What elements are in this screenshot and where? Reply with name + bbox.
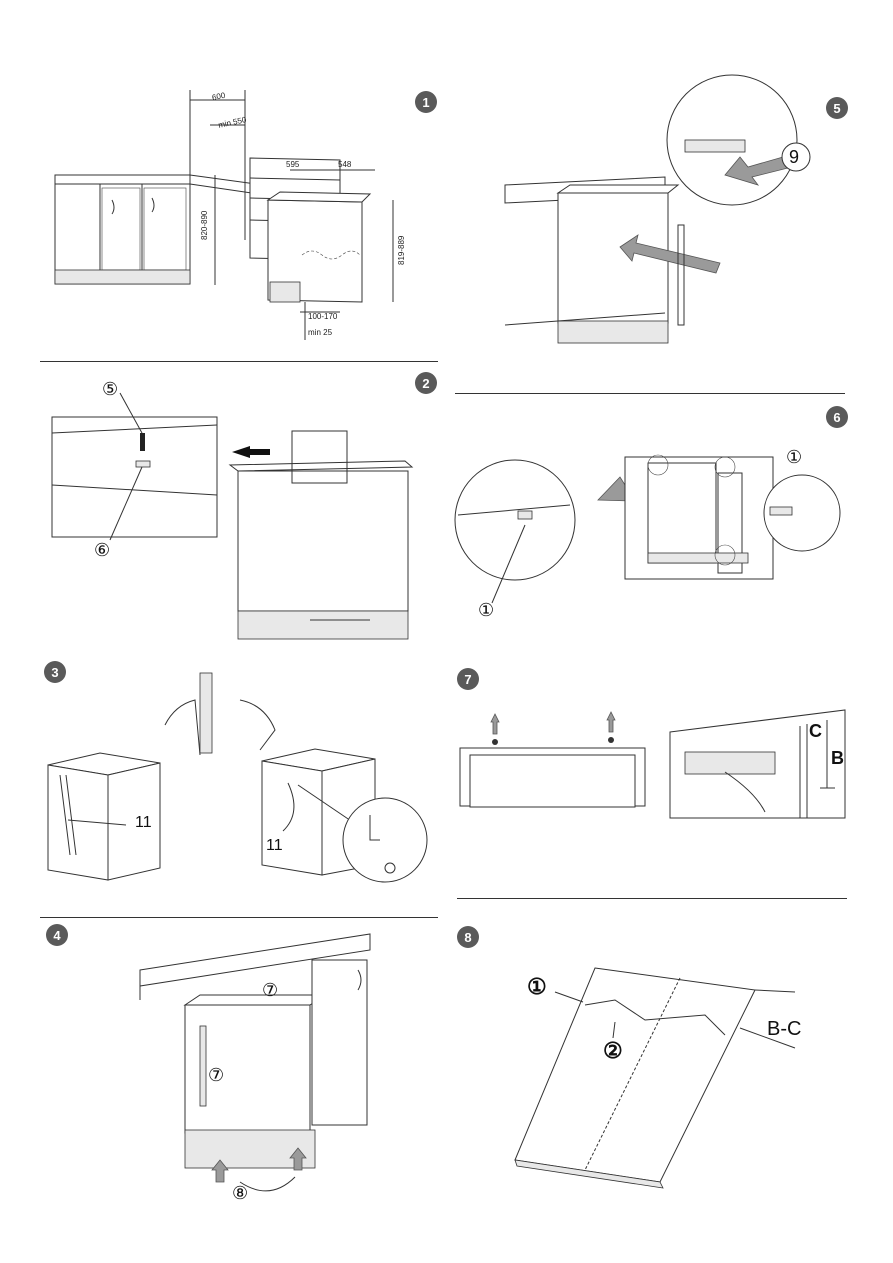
- step-badge-2: 2: [415, 372, 437, 394]
- panel-step-5: 9: [500, 74, 830, 360]
- cabinet-dimensions-diagram: [54, 90, 394, 340]
- panel-step-4: ⑦ ⑦ ⑧: [40, 930, 440, 1215]
- panel-step-2: ⑤ ⑥: [40, 375, 440, 645]
- dim-819-889: 819-889: [397, 235, 406, 265]
- divider: [455, 393, 845, 394]
- step-badge-4: 4: [46, 924, 68, 946]
- measurement-diagram: [459, 709, 846, 819]
- step-badge-1: 1: [415, 91, 437, 113]
- divider: [40, 917, 438, 918]
- callout-7a: ⑦: [262, 980, 279, 1000]
- panel-step-3: 11 11: [40, 665, 440, 905]
- callout-6: ⑥: [94, 540, 111, 560]
- label-c: C: [809, 721, 822, 741]
- dim-548: 548: [338, 160, 352, 169]
- panel-step-8: ① ② B-C: [455, 960, 845, 1195]
- door-template-diagram: [514, 967, 796, 1189]
- callout-5: ⑤: [102, 379, 119, 399]
- hinge-screw-diagram: [51, 392, 414, 640]
- label-b: B: [831, 748, 844, 768]
- callout-11a: 11: [135, 814, 152, 831]
- dim-min-25: min 25: [308, 328, 333, 337]
- callout-1: ①: [527, 974, 547, 999]
- callout-1a: ①: [478, 600, 495, 620]
- panel-step-6: ① ①: [450, 445, 845, 635]
- installation-diagram: [139, 933, 371, 1192]
- dim-820-890: 820-890: [200, 210, 209, 240]
- callout-11b: 11: [266, 837, 283, 854]
- step-badge-3: 3: [44, 661, 66, 683]
- door-hinge-diagram: [454, 454, 841, 604]
- panel-step-7: C B: [455, 700, 850, 820]
- seal-strip-diagram: [47, 672, 428, 883]
- dim-595: 595: [286, 160, 300, 169]
- callout-7b: ⑦: [208, 1065, 225, 1085]
- dim-100-170: 100-170: [308, 312, 338, 321]
- step-badge-8: 8: [457, 926, 479, 948]
- divider: [457, 898, 847, 899]
- panel-step-1: 600 min 550 595 548 820-890 819-889 100-…: [40, 80, 440, 355]
- callout-9: 9: [789, 147, 800, 167]
- callout-8: ⑧: [232, 1183, 249, 1203]
- push-in-diagram: [504, 74, 811, 344]
- callout-1b: ①: [786, 447, 803, 467]
- step-badge-7: 7: [457, 668, 479, 690]
- divider: [40, 361, 438, 362]
- label-b-c: B-C: [767, 1018, 802, 1040]
- step-badge-5: 5: [826, 97, 848, 119]
- callout-2: ②: [603, 1038, 623, 1063]
- step-badge-6: 6: [826, 406, 848, 428]
